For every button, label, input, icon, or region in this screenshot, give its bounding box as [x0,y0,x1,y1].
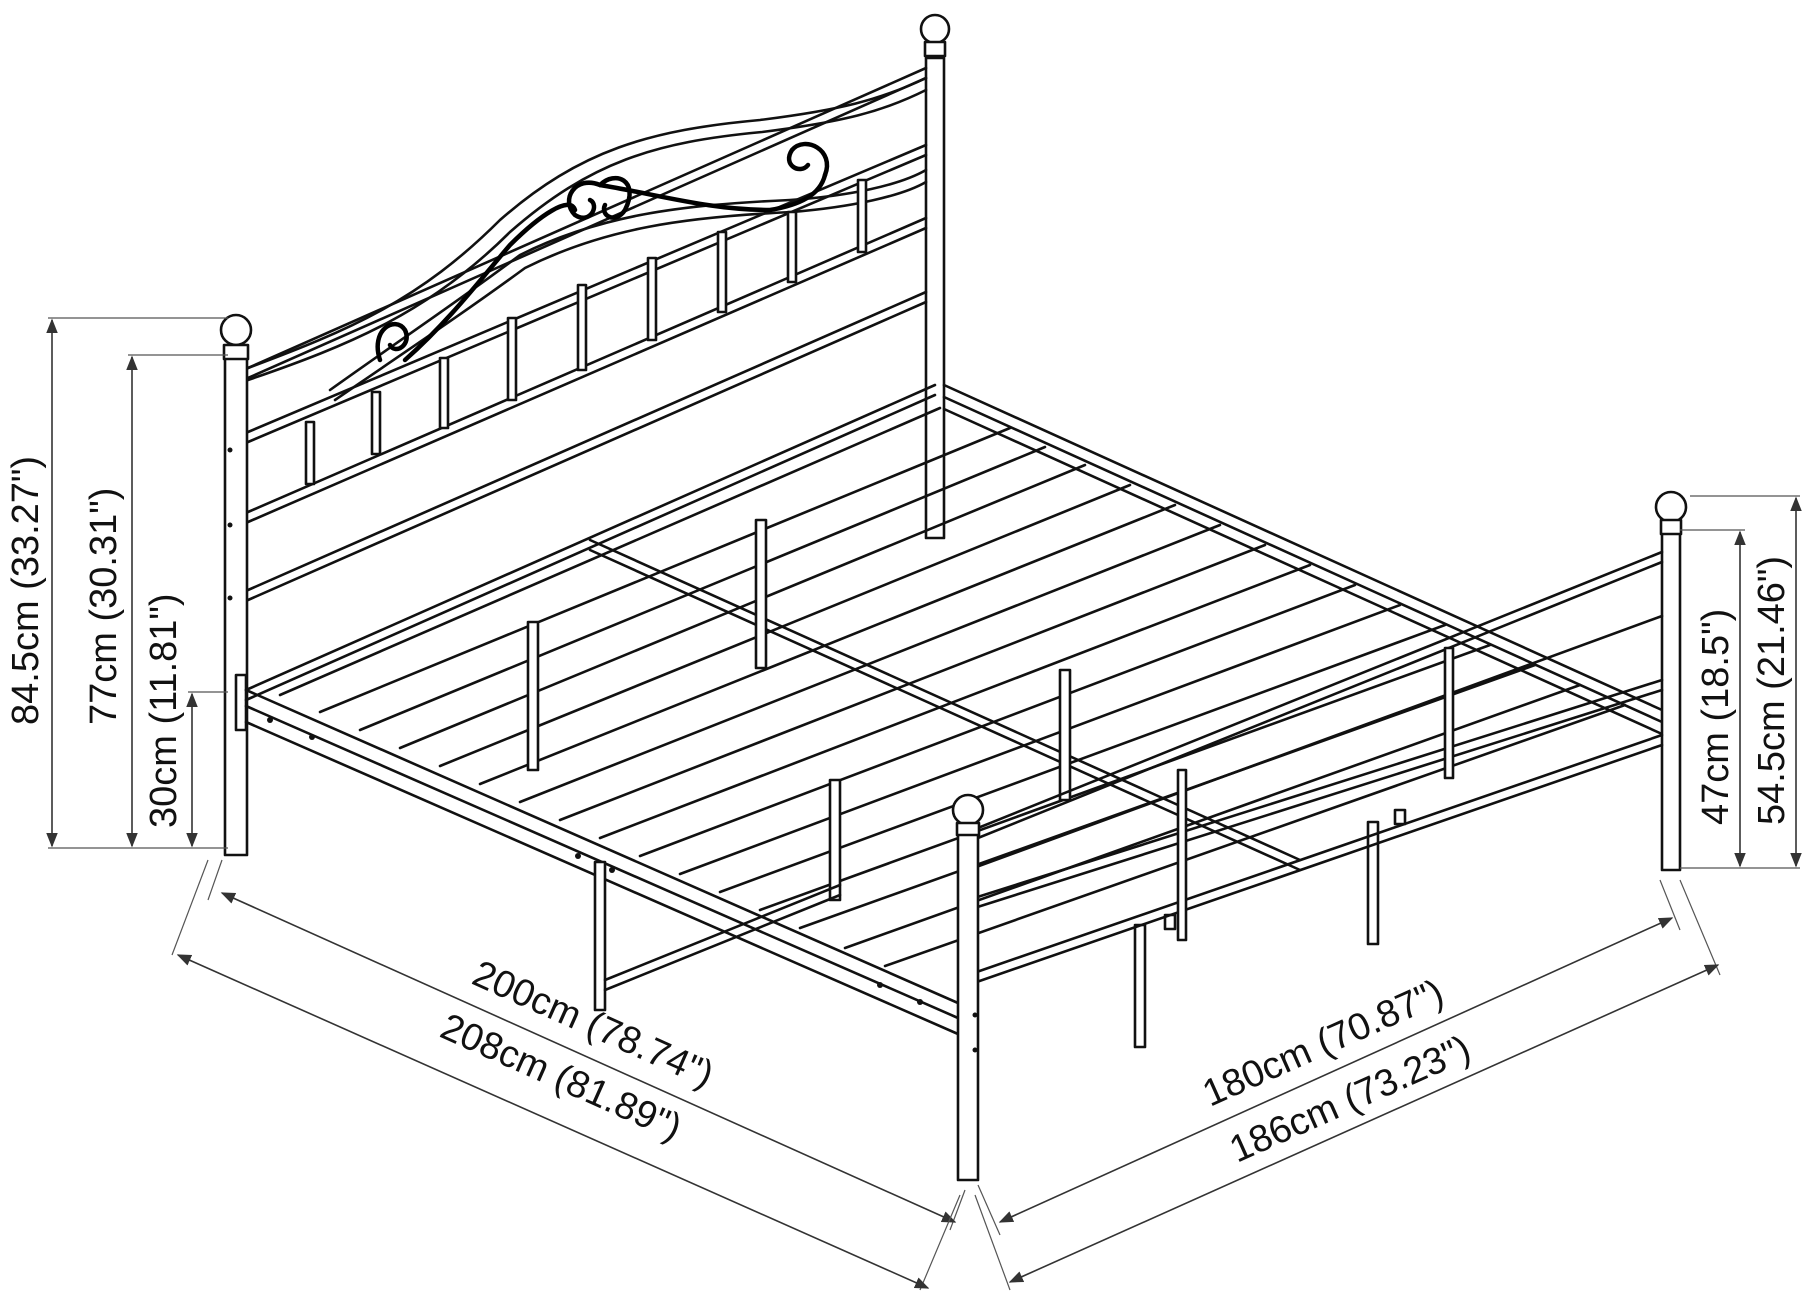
dimension-labels: 84.5cm (33.27") 77cm (30.31") 30cm (11.8… [5,456,1793,1171]
bed-base [244,383,1664,1049]
footboard [951,490,1688,1182]
headboard-left-finial [219,313,253,347]
headboard-scroll-ornament [375,141,830,363]
headboard-spindles [304,178,868,486]
headboard-right-finial [919,13,951,45]
headboard-bar-height-label: 77cm (30.31") [83,488,125,725]
dimension-lines [46,317,1802,1291]
footboard-left-finial [951,793,985,827]
headboard-right-finial-collar [923,40,947,58]
slats [278,406,1627,968]
headboard-right-post [924,56,946,540]
footboard-bar-height-label: 47cm (18.5") [1695,609,1737,825]
footboard-left-post [956,828,980,1182]
headboard [219,13,951,857]
headboard-left-post [223,348,249,857]
footboard-right-finial [1654,490,1688,524]
headboard-height-label: 84.5cm (33.27") [5,456,47,725]
clearance-height-label: 30cm (11.81") [143,593,185,828]
footboard-height-label: 54.5cm (21.46") [1751,556,1793,825]
footboard-right-post [1660,528,1682,872]
